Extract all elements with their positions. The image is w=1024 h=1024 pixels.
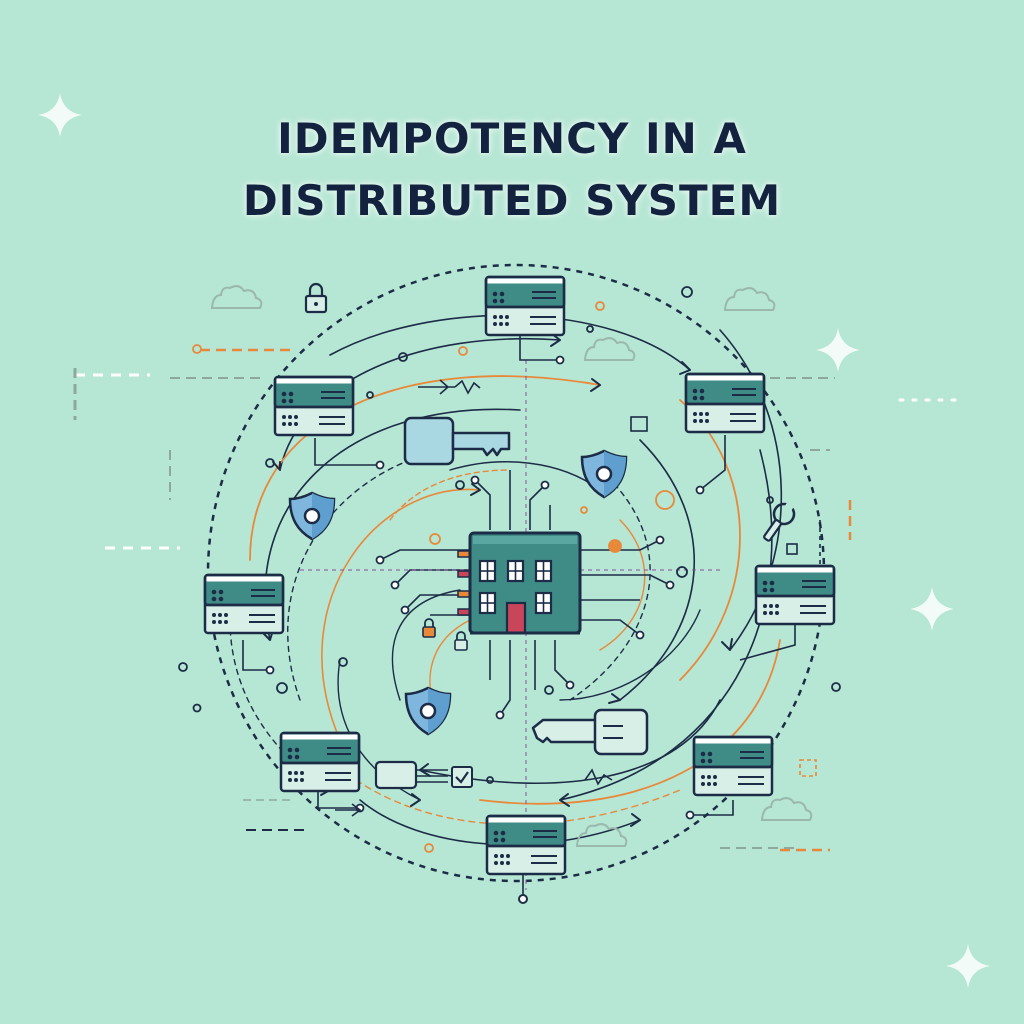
key-icon	[403, 416, 511, 466]
scatter-circles	[178, 286, 841, 853]
token-card	[374, 760, 448, 790]
connector-dots	[265, 355, 705, 820]
side-dashes	[75, 373, 962, 550]
arrowheads	[261, 333, 733, 827]
server-icon	[203, 573, 285, 635]
server-icon	[485, 814, 567, 876]
title-line-2: DISTRIBUTED SYSTEM	[242, 176, 782, 225]
server-icon	[484, 275, 566, 337]
server-icon	[692, 735, 774, 797]
building-icon	[457, 531, 582, 635]
orange-dashes	[200, 348, 852, 852]
key-icon	[531, 708, 649, 756]
lock-icon	[304, 282, 328, 314]
server-icon	[273, 375, 355, 437]
server-icon	[684, 372, 766, 434]
scatter-marks	[243, 379, 821, 849]
connector-node	[518, 894, 528, 904]
server-icon	[754, 564, 836, 626]
lock-icon	[454, 631, 468, 651]
server-icon	[279, 731, 361, 793]
page-title: IDEMPOTENCY IN A DISTRIBUTED SYSTEM	[0, 108, 1024, 232]
grey-dashes	[73, 368, 835, 500]
lock-icon	[422, 618, 436, 638]
checkbox-icon	[451, 766, 473, 788]
wrench-icon	[763, 501, 796, 542]
title-line-1: IDEMPOTENCY IN A	[277, 114, 747, 163]
